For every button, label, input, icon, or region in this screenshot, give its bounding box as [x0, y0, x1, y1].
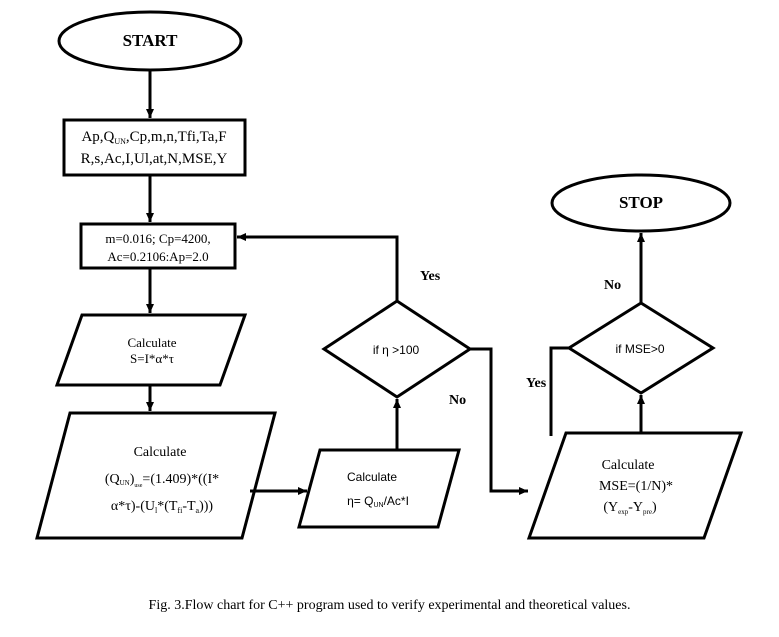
- calc-mse-line-2: (Yexp-Ypre): [603, 500, 657, 516]
- calc-s-formula: S=I*α*τ: [130, 351, 174, 366]
- calc-s-box: Calculate S=I*α*τ: [54, 313, 248, 387]
- stop-label: STOP: [619, 193, 663, 212]
- calc-q-title: Calculate: [134, 445, 187, 460]
- inputs-line-1: Ap,QUN,Cp,m,n,Tfi,Ta,F: [81, 129, 226, 146]
- stop-terminal: STOP: [550, 173, 732, 233]
- calc-s-title: Calculate: [127, 335, 176, 350]
- calc-eta-title: Calculate: [347, 470, 397, 484]
- start-label: START: [123, 31, 178, 50]
- calc-mse-line-1: MSE=(1/N)*: [599, 479, 673, 494]
- constants-line-2: Ac=0.2106:Ap=2.0: [107, 249, 208, 264]
- decision-mse-text: if MSE>0: [615, 342, 664, 356]
- constants-line-1: m=0.016; Cp=4200,: [105, 231, 210, 246]
- no-label-eta: No: [449, 393, 466, 408]
- arrow-decision-mse-yes-loop: [549, 346, 569, 436]
- decision-mse-diamond: if MSE>0: [566, 301, 716, 395]
- calc-eta-box: Calculate η= QUN/Ac*I: [297, 448, 461, 529]
- yes-label-eta: Yes: [420, 269, 441, 284]
- arrow-decision-eta-no: [470, 347, 528, 495]
- arrow-decision-eta-yes-loop: [237, 233, 399, 301]
- no-label-mse: No: [604, 278, 621, 293]
- inputs-line-2: R,s,Ac,I,Ul,at,N,MSE,Y: [81, 151, 228, 167]
- calc-q-line-1: (QUN)use=(1.409)*((I*: [105, 472, 219, 489]
- calc-eta-formula: η= QUN/Ac*I: [347, 494, 409, 509]
- figure-caption: Fig. 3.Flow chart for C++ program used t…: [148, 598, 631, 613]
- constants-box: m=0.016; Cp=4200, Ac=0.2106:Ap=2.0: [79, 222, 237, 270]
- calc-mse-box: Calculate MSE=(1/N)* (Yexp-Ypre): [526, 431, 744, 540]
- calc-q-line-2: α*τ)-(Ul*(Tfi-Ta))): [111, 499, 214, 515]
- yes-label-mse: Yes: [526, 376, 547, 391]
- decision-eta-text: if η >100: [373, 343, 420, 357]
- calc-q-box: Calculate (QUN)use=(1.409)*((I* α*τ)-(Ul…: [35, 411, 277, 540]
- start-terminal: START: [57, 10, 243, 72]
- decision-eta-diamond: if η >100: [321, 299, 473, 399]
- calc-mse-title: Calculate: [602, 458, 655, 473]
- inputs-box: Ap,QUN,Cp,m,n,Tfi,Ta,F R,s,Ac,I,Ul,at,N,…: [62, 118, 247, 177]
